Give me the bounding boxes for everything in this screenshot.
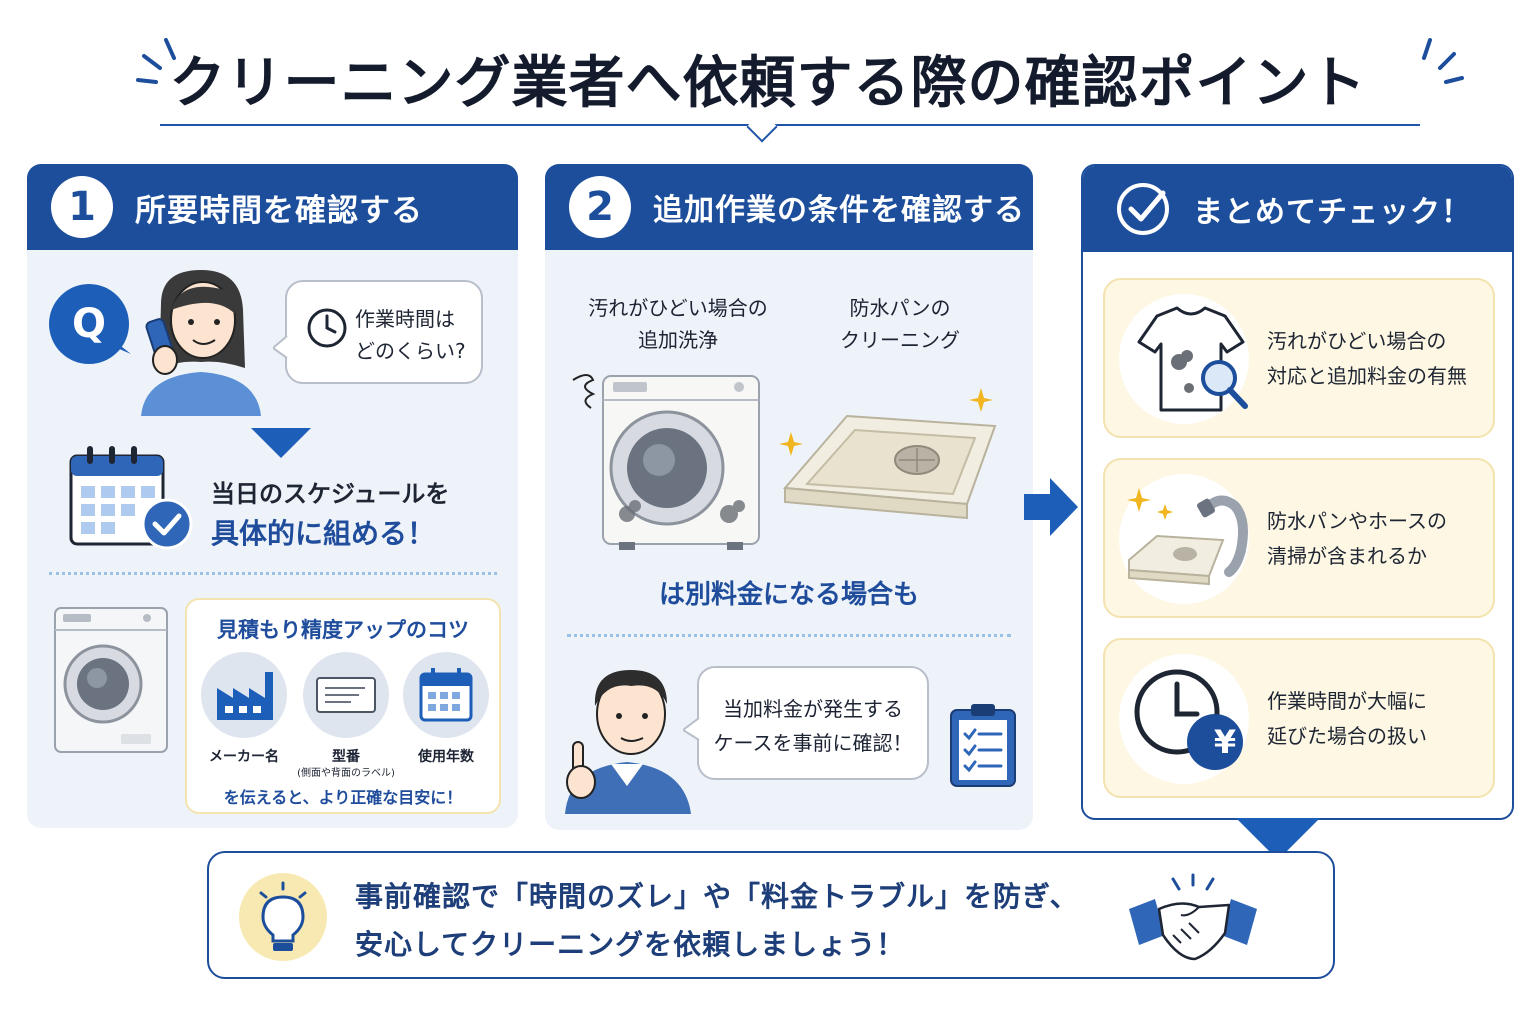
check-item-pan-hose-line2: 清掃が含まれるか [1267,544,1427,568]
tips-title: 見積もり精度アップのコツ [217,618,469,642]
yen-symbol: ¥ [1213,723,1237,761]
extra-note: は別料金になる場合も [658,580,919,610]
divider [49,572,497,575]
extra-item-wash: 汚れがひどい場合の 追加洗浄 [563,292,793,356]
down-arrow-icon [1236,818,1320,860]
man-pointing-icon [565,670,691,814]
tips-footer: を伝えると、より正確な目安に！ [223,788,463,807]
panel-header: まとめてチェック！ [1083,166,1512,252]
tip-item-model [303,652,389,738]
bubble-tail [683,718,700,741]
sparkle-lines-left-icon [136,38,176,84]
shirt-magnifier-icon [1137,306,1248,412]
q-badge: Q [49,284,129,364]
clipboard-icon [950,704,1016,787]
washing-machine-icon [54,607,168,753]
extra-item-wash-line1: 汚れがひどい場合の [588,296,768,320]
check-item-stain-text: 汚れがひどい場合の 対応と追加料金の有無 [1267,324,1467,394]
panel-header: 1 所要時間を確認する [27,164,518,250]
panel-header: 2 追加作業の条件を確認する [545,164,1033,250]
q-badge-tail [113,340,131,354]
handshake-icon [1129,873,1257,961]
check-item-overtime-line1: 作業時間が大幅に [1267,689,1427,713]
tip-sublabel-model: (側面や背面のラベル) [297,768,395,779]
tip-item-maker [201,652,287,738]
lightbulb-icon [259,881,307,951]
pan-hose-icon [1127,488,1248,586]
panel-title: まとめてチェック！ [1193,195,1472,230]
tip-label-years: 使用年数 [418,749,474,765]
panel-title: 所要時間を確認する [135,192,423,229]
drain-pan-icon [779,388,997,520]
check-item-pan-hose-text: 防水パンやホースの 清掃が含まれるか [1267,504,1447,574]
check-item-stain: 汚れがひどい場合の 対応と追加料金の有無 [1103,278,1495,438]
advice-bubble: 当加料金が発生する ケースを事前に確認！ [697,666,929,780]
question-line-1: 作業時間は [355,307,455,331]
tips-box: 見積もり精度アップのコツ メーカー名 型番 (側面や背面のラベル) 使用年数 [185,598,501,814]
question-bubble: 作業時間は どのくらい? [285,280,483,384]
tip-label-maker: メーカー名 [209,749,279,765]
extra-item-pan-line1: 防水パンの [849,296,951,320]
check-item-stain-line1: 汚れがひどい場合の [1267,329,1447,353]
divider [567,634,1011,637]
label-icon [316,677,376,713]
check-item-overtime-text: 作業時間が大幅に 延びた場合の扱い [1267,684,1427,754]
woman-on-phone-icon [141,270,261,416]
check-item-pan-hose-line1: 防水パンやホースの [1267,509,1447,533]
sparkle-lines-right-icon [1422,38,1464,84]
panel-summary-check: まとめてチェック！ 汚れがひどい場合の 対応と追加料金の有無 防水パンやホースの… [1081,164,1514,820]
clock-yen-icon [1134,669,1243,770]
conclusion-text: 事前確認で「時間のズレ」や「料金トラブル」を防ぎ、 安心してクリーニングを依頼し… [355,873,1079,968]
extra-item-wash-line2: 追加洗浄 [638,328,718,352]
down-arrow-icon [251,428,311,458]
advice-line-1: 当加料金が発生する [723,697,903,721]
check-item-overtime-line2: 延びた場合の扱い [1267,724,1427,748]
check-item-overtime: ¥ 作業時間が大幅に 延びた場合の扱い [1103,638,1495,798]
panel-time-check: 1 所要時間を確認する Q 作業時間は どのくらい? [27,164,518,828]
panel-title: 追加作業の条件を確認する [653,193,1025,228]
panel-extra-work: 2 追加作業の条件を確認する 汚れがひどい場合の 追加洗浄 防水パンの クリーニ… [545,164,1033,830]
conclusion-line-2: 安心してクリーニングを依頼しましょう！ [355,927,906,961]
advice-line-2: ケースを事前に確認！ [713,731,913,755]
tip-item-years [403,652,489,738]
title-underline [160,124,1420,126]
extra-item-pan: 防水パンの クリーニング [795,292,1005,356]
checkmark-circle-icon [1117,183,1169,235]
clock-icon [307,308,347,348]
result-line-1: 当日のスケジュールを [211,480,450,508]
factory-icon [217,672,273,720]
step-number: 2 [569,176,631,238]
calendar-icon [419,668,473,722]
conclusion-line-1: 事前確認で「時間のズレ」や「料金トラブル」を防ぎ、 [355,880,1079,913]
check-item-stain-line2: 対応と追加料金の有無 [1267,364,1467,388]
dirty-washing-machine-icon [572,374,760,550]
check-item-pan-hose: 防水パンやホースの 清掃が含まれるか [1103,458,1495,618]
question-line-2: どのくらい? [355,339,466,363]
page-title: クリーニング業者へ依頼する際の確認ポイント [169,51,1367,116]
right-arrow-icon [1024,478,1078,536]
calendar-check-icon [69,446,193,550]
step-number: 1 [51,176,113,238]
bubble-tail [273,336,288,359]
conclusion-box: 事前確認で「時間のズレ」や「料金トラブル」を防ぎ、 安心してクリーニングを依頼し… [207,851,1335,979]
extra-item-pan-line2: クリーニング [840,328,960,352]
tip-label-model: 型番 [332,749,360,765]
result-line-2: 具体的に組める！ [211,517,436,550]
